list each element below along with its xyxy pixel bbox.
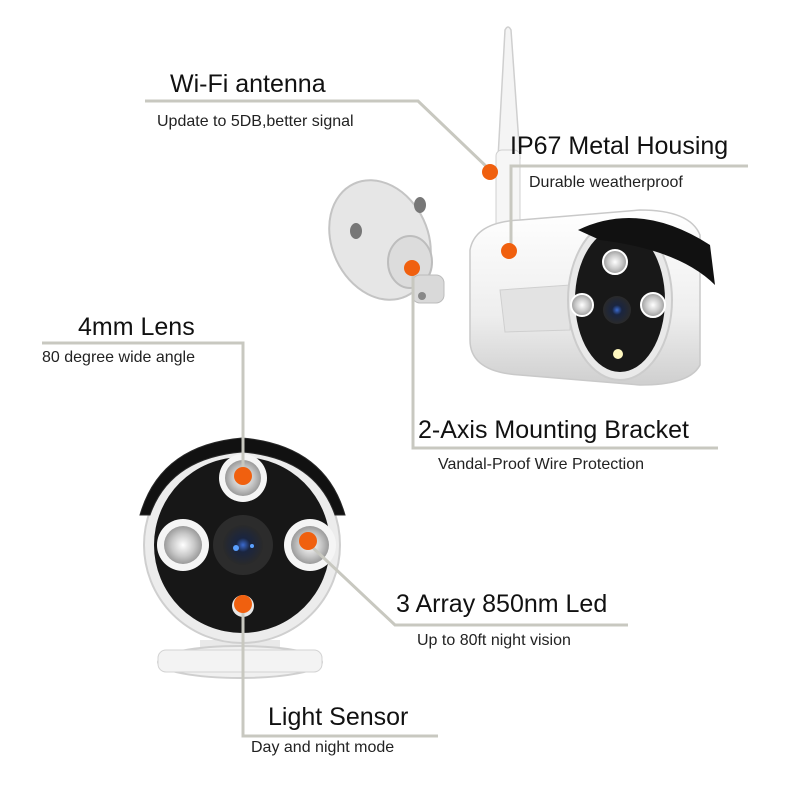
- callout-title: 4mm Lens: [78, 313, 195, 341]
- callout-subtitle: Durable weatherproof: [529, 174, 683, 191]
- callout-subtitle: Up to 80ft night vision: [417, 632, 571, 649]
- callout-subtitle: 80 degree wide angle: [42, 349, 196, 366]
- marker-bracket: [404, 260, 420, 276]
- callout-title: IP67 Metal Housing: [510, 132, 729, 160]
- callout-subtitle: Update to 5DB,better signal: [157, 113, 354, 130]
- callout-markers: [234, 164, 517, 613]
- marker-wifi-antenna: [482, 164, 498, 180]
- callout-title: 2-Axis Mounting Bracket: [418, 416, 689, 444]
- marker-led-array: [299, 532, 317, 550]
- callout-subtitle: Vandal-Proof Wire Protection: [438, 456, 645, 473]
- marker-lens: [234, 467, 252, 485]
- marker-light-sensor: [234, 595, 252, 613]
- side-view-camera: [328, 26, 715, 386]
- marker-metal-housing: [501, 243, 517, 259]
- leader-lines: [42, 99, 748, 738]
- callout-subtitle: Day and night mode: [251, 739, 395, 756]
- callout-title: 3 Array 850nm Led: [396, 590, 608, 618]
- callout-title: Wi-Fi antenna: [170, 70, 326, 98]
- callout-title: Light Sensor: [268, 703, 409, 731]
